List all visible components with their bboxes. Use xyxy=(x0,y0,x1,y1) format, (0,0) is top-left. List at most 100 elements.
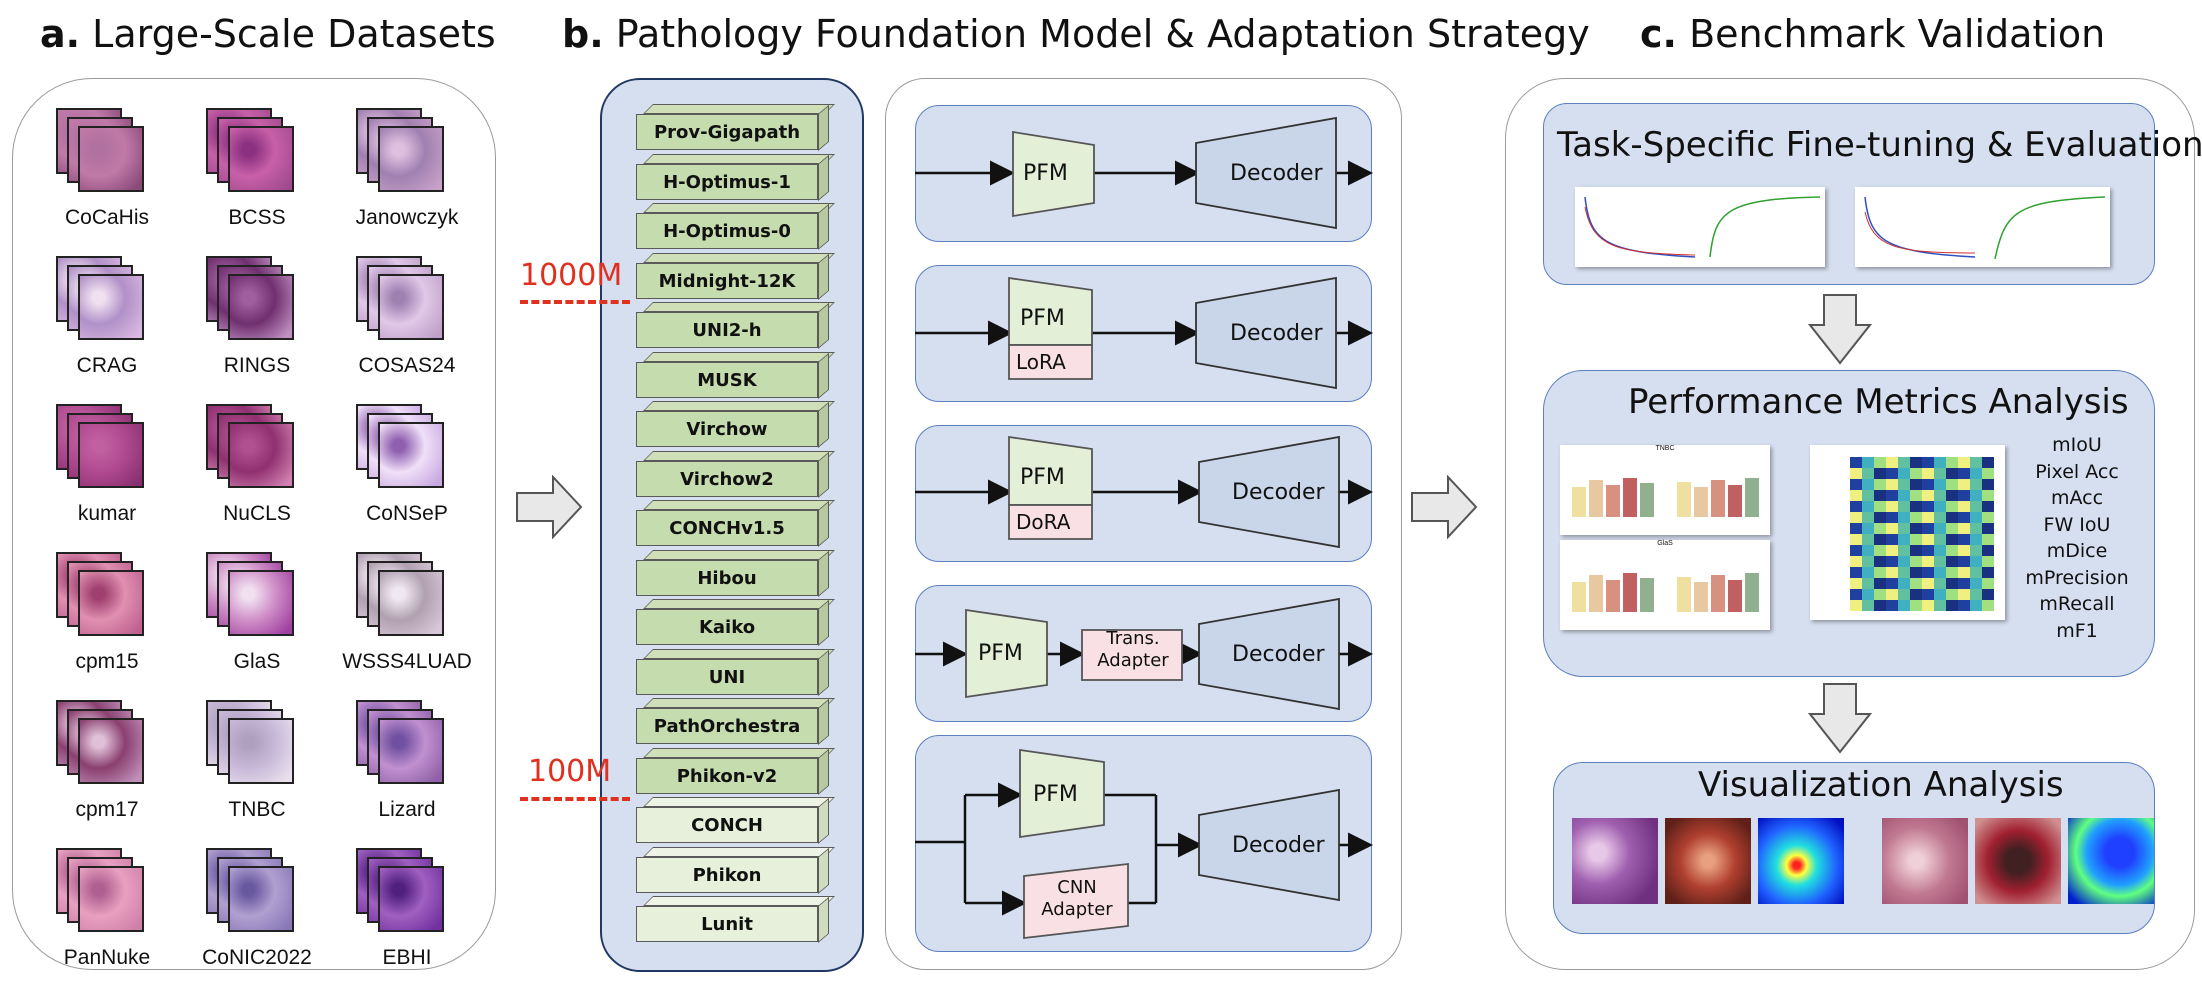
heatmap-cell xyxy=(1910,600,1922,611)
heatmap-cell xyxy=(1850,545,1862,556)
mini-bar xyxy=(1694,487,1708,517)
dataset-label: PanNuke xyxy=(63,946,151,969)
metric-label: mIoU xyxy=(2052,434,2102,456)
heatmap-cell xyxy=(1898,479,1910,490)
model-name: Kaiko xyxy=(698,617,756,638)
dataset-thumbnail xyxy=(228,718,294,784)
mini-bar xyxy=(1572,582,1586,612)
heatmap-cell xyxy=(1886,567,1898,578)
heatmap-cell xyxy=(1850,589,1862,600)
heatmap-cell xyxy=(1910,523,1922,534)
metric-label: mF1 xyxy=(2056,619,2098,642)
mini-bar xyxy=(1677,577,1691,612)
dataset-thumbnail-stack xyxy=(356,552,466,647)
arrow-right-icon xyxy=(1411,475,1478,539)
heatmap-cell xyxy=(1958,479,1970,490)
model-name: CONCHv1.5 xyxy=(669,518,785,539)
dataset-label: cpm15 xyxy=(75,650,139,673)
mini-bar xyxy=(1677,482,1691,517)
mini-bar xyxy=(1589,575,1603,612)
heatmap-cell xyxy=(1850,556,1862,567)
dataset-item: EBHI xyxy=(322,848,492,988)
metric-label: FW IoU xyxy=(2043,513,2111,536)
mini-bar xyxy=(1572,487,1586,517)
dataset-thumbnail-stack xyxy=(206,848,316,943)
heatmap-cell xyxy=(1886,545,1898,556)
pathology-image xyxy=(1572,818,1658,904)
heatmap-cell xyxy=(1934,534,1946,545)
model-block: CONCH xyxy=(636,797,835,844)
dataset-label: CoNSeP xyxy=(366,502,448,525)
mini-bar xyxy=(1606,485,1620,517)
model-name: Midnight-12K xyxy=(658,270,796,292)
heatmap-cell xyxy=(1910,545,1922,556)
heatmap-cell xyxy=(1850,468,1862,479)
dataset-item: Janowczyk xyxy=(322,108,492,248)
dataset-thumbnail-stack xyxy=(206,404,316,499)
model-name: Hibou xyxy=(697,567,757,589)
heatmap-cell xyxy=(1934,523,1946,534)
heatmap-cell xyxy=(1862,457,1874,468)
heatmap-cell xyxy=(1886,523,1898,534)
segmentation-image xyxy=(1975,818,2061,904)
dataset-item: cpm15 xyxy=(22,552,192,692)
model-name: H-Optimus-0 xyxy=(663,221,791,242)
heatmap-cell xyxy=(1886,534,1898,545)
dataset-thumbnail-stack xyxy=(56,700,166,795)
heatmap-cell xyxy=(1922,600,1934,611)
heatmap-cell xyxy=(1886,600,1898,611)
mini-bar xyxy=(1623,478,1637,517)
heatmap-cell xyxy=(1910,490,1922,501)
dataset-label: CoNIC2022 xyxy=(202,946,312,969)
heatmap-cell xyxy=(1946,479,1958,490)
heatmap-cell xyxy=(1982,589,1994,600)
heatmap-cell xyxy=(1946,578,1958,589)
decoder-label: Decoder xyxy=(1232,833,1325,858)
heatmap-cell xyxy=(1970,545,1982,556)
heatmap-cell xyxy=(1982,501,1994,512)
heatmap-cell xyxy=(1970,523,1982,534)
heatmap-cell xyxy=(1922,468,1934,479)
heatmap-cell xyxy=(1874,600,1886,611)
mini-bar xyxy=(1745,573,1759,612)
model-block: Virchow2 xyxy=(636,450,835,498)
heatmap-cell xyxy=(1910,479,1922,490)
dataset-item: CoNIC2022 xyxy=(172,848,342,988)
heatmap-cell xyxy=(1958,523,1970,534)
heatmap-cell xyxy=(1886,501,1898,512)
heatmap-cell xyxy=(1898,589,1910,600)
dataset-item: NuCLS xyxy=(172,404,342,544)
dataset-thumbnail xyxy=(228,422,294,488)
dataset-thumbnail-stack xyxy=(356,256,466,351)
metrics-title: Performance Metrics Analysis xyxy=(1628,382,2129,422)
bar-chart-thumbnail: TNBC xyxy=(1560,445,1770,535)
section-c-title: c. Benchmark Validation xyxy=(1640,12,2106,56)
dataset-label: Lizard xyxy=(378,798,436,821)
dataset-thumbnail xyxy=(378,866,444,932)
dataset-thumbnail xyxy=(78,570,144,636)
dora-label: DoRA xyxy=(1016,510,1071,534)
heatmap-cell xyxy=(1922,479,1934,490)
dataset-item: CRAG xyxy=(22,256,192,396)
pathology-image xyxy=(1882,818,1968,904)
heatmap-cell xyxy=(1898,578,1910,589)
mini-bar xyxy=(1745,478,1759,517)
heatmap-cell xyxy=(1958,600,1970,611)
model-block: Midnight-12K xyxy=(636,252,835,300)
heatmap-cell xyxy=(1982,490,1994,501)
heatmap-cell xyxy=(1958,501,1970,512)
heatmap-cell xyxy=(1922,534,1934,545)
model-name: Phikon-v2 xyxy=(676,765,778,787)
mini-bars xyxy=(1572,478,1759,517)
heatmap-cell xyxy=(1874,578,1886,589)
dataset-label: BCSS xyxy=(228,206,286,229)
dataset-thumbnail-stack xyxy=(356,404,466,499)
heatmap-cell xyxy=(1862,534,1874,545)
heatmap-cell xyxy=(1922,490,1934,501)
heatmap-cell xyxy=(1898,523,1910,534)
heatmap-cell xyxy=(1982,600,1994,611)
model-name: MUSK xyxy=(697,369,757,391)
heatmap-cell xyxy=(1946,556,1958,567)
heatmap-cell xyxy=(1934,457,1946,468)
mini-bar xyxy=(1640,578,1654,612)
